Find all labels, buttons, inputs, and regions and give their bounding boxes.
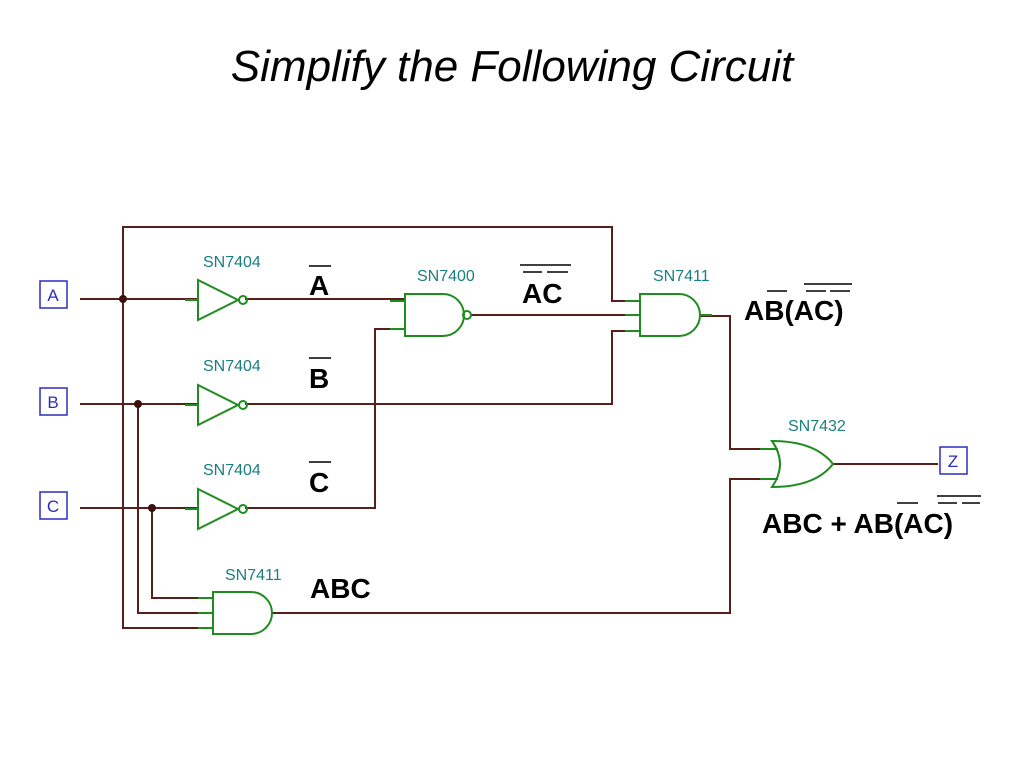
chip-label-not-a: SN7404 [203,254,261,271]
input-port-a: A [39,280,68,309]
expr-b-bar: B [309,363,329,394]
chip-label-not-b: SN7404 [203,358,261,375]
chip-label-or: SN7432 [788,418,846,435]
svg-text:Z: Z [948,452,958,471]
and3-gate-top [625,293,712,337]
svg-text:C: C [47,497,59,516]
expr-abc: ABC [310,573,371,604]
expr-ab-ac: AB(AC) [744,295,844,326]
chip-label-nand: SN7400 [417,268,475,285]
or-gate [760,439,835,489]
svg-text:B: B [47,393,58,412]
expr-a-bar: A [309,270,329,301]
wires [80,226,938,629]
expr-c-bar: C [309,467,329,498]
page-title: Simplify the Following Circuit [230,42,794,91]
chip-label-and3-top: SN7411 [653,268,710,285]
input-port-c: C [39,491,68,520]
not-gate-b [185,383,248,427]
input-port-b: B [39,387,68,416]
junction-dots [119,295,156,512]
chip-label-and3-bottom: SN7411 [225,567,282,584]
expr-final: ABC + AB(AC) [762,508,953,539]
chip-label-not-c: SN7404 [203,462,261,479]
not-gate-a [185,278,248,322]
and3-gate-bottom [198,591,273,635]
expr-ac-nand: AC [522,278,562,309]
svg-text:A: A [47,286,59,305]
output-port-z: Z [939,446,968,475]
not-gate-c [185,487,248,531]
nand-gate [390,293,472,337]
